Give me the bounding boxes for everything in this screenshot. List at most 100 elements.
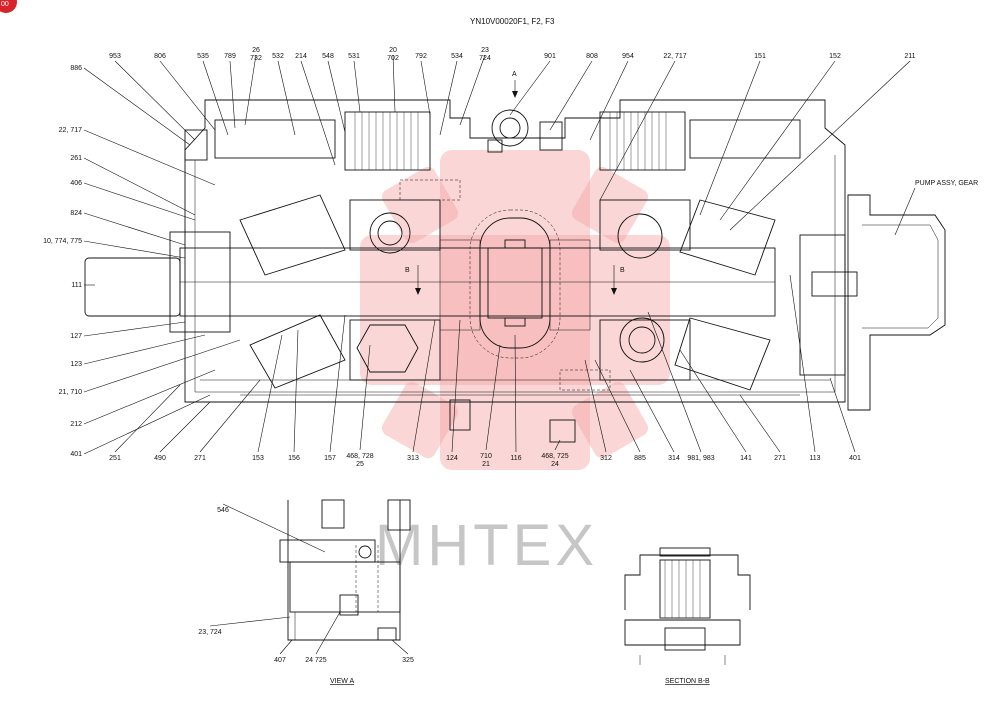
drawing-title: YN10V00020F1, F2, F3 — [470, 17, 555, 26]
label-top-19: 211 — [904, 53, 915, 60]
label-bottom-7: 313 — [407, 455, 419, 462]
label-bottom-16-leader — [679, 349, 747, 453]
pump-callout-label: PUMP ASSY, GEAR — [915, 180, 978, 187]
label-bottom-7-leader — [412, 319, 436, 453]
label-view-a-1-leader — [209, 616, 291, 627]
arrow-a-label: A — [512, 71, 517, 78]
label-top-16: 22, 717 — [663, 53, 686, 60]
label-bottom-6-leader — [359, 344, 371, 451]
watermark-logo — [360, 150, 670, 470]
label-top-0: 953 — [109, 53, 121, 60]
label-bottom-4-leader — [293, 329, 299, 453]
label-top-5-leader — [277, 60, 296, 136]
label-bottom-15: 981, 983 — [687, 455, 714, 462]
label-view-a-2-leader — [279, 639, 293, 655]
label-left-2: 261 — [70, 155, 82, 162]
label-top-6: 214 — [295, 53, 307, 60]
label-left-9: 21, 710 — [59, 389, 82, 396]
label-left-7-leader — [83, 321, 186, 337]
section-marker-right: B — [620, 267, 625, 274]
label-top-1: 806 — [154, 53, 166, 60]
label-left-1-leader — [83, 129, 216, 186]
label-bottom-15-leader — [647, 311, 702, 453]
label-left-5-leader — [83, 240, 186, 259]
label-view-a-4-leader — [391, 639, 409, 655]
label-top-18-leader — [719, 60, 836, 221]
label-top-14: 808 — [586, 53, 598, 60]
label-top-19-leader — [729, 60, 911, 231]
label-bottom-14: 314 — [668, 455, 680, 462]
label-bottom-3-leader — [257, 334, 283, 453]
label-bottom-8-leader — [451, 319, 461, 453]
label-view-a-0: 546 — [217, 507, 229, 514]
label-top-2-leader — [202, 60, 229, 136]
label-bottom-10-leader — [514, 334, 517, 453]
label-bottom-3: 153 — [252, 455, 264, 462]
label-top-7: 548 — [322, 53, 334, 60]
label-left-3-leader — [83, 182, 196, 221]
label-bottom-1-leader — [159, 401, 211, 453]
corner-badge: 00 — [0, 0, 17, 13]
label-bottom-19-leader — [829, 377, 856, 453]
view-a-drawing — [279, 499, 411, 641]
label-bottom-5-leader — [329, 314, 346, 453]
label-left-3: 406 — [70, 180, 82, 187]
label-bottom-2: 271 — [194, 455, 206, 462]
corner-badge-text: 00 — [1, 1, 9, 8]
label-left-10: 212 — [70, 421, 82, 428]
leader-lines — [83, 54, 911, 655]
label-bottom-10: 116 — [510, 455, 521, 462]
label-bottom-4: 156 — [288, 455, 300, 462]
label-top-16-leader — [599, 60, 676, 201]
label-top-15-leader — [589, 60, 629, 141]
label-bottom-11-leader — [554, 439, 561, 451]
label-bottom-12: 312 — [600, 455, 612, 462]
label-bottom-5: 157 — [324, 455, 336, 462]
label-top-6-leader — [300, 60, 336, 166]
label-bottom-19: 401 — [849, 455, 861, 462]
label-bottom-9-leader — [485, 344, 501, 451]
section-marker-left: B — [405, 267, 410, 274]
label-bottom-16: 141 — [740, 455, 752, 462]
label-bottom-18-leader — [789, 274, 816, 453]
label-view-a-3-leader — [315, 611, 341, 655]
label-top-1-leader — [159, 60, 216, 131]
label-bottom-1: 490 — [154, 455, 166, 462]
main-assembly: B B A — [84, 71, 946, 443]
label-view-a-4: 325 — [402, 657, 414, 664]
label-left-11-leader — [83, 394, 211, 455]
label-top-3: 789 — [224, 53, 236, 60]
label-top-4-leader — [244, 54, 257, 126]
label-left-8-leader — [83, 334, 206, 365]
label-top-17-leader — [699, 60, 761, 216]
label-view-a-3: 24 725 — [305, 657, 327, 664]
label-view-a-2: 407 — [274, 657, 286, 664]
label-top-14-leader — [549, 60, 593, 131]
label-left-4-leader — [83, 212, 186, 246]
label-left-6: 111 — [71, 282, 82, 289]
label-top-7-leader — [327, 60, 346, 133]
label-view-a-0-leader — [222, 503, 326, 553]
label-top-8: 531 — [348, 53, 360, 60]
label-view-a-1: 23, 724 — [198, 629, 221, 636]
label-top-18: 152 — [829, 53, 841, 60]
label-bottom-13: 885 — [634, 455, 646, 462]
label-top-15: 954 — [622, 53, 634, 60]
label-top-2: 535 — [197, 53, 209, 60]
label-bottom-13-leader — [594, 359, 641, 453]
section-bb-caption: SECTION B-B — [665, 678, 710, 685]
label-top-9-leader — [392, 54, 396, 113]
label-bottom-0-leader — [114, 384, 181, 453]
label-left-0: 886 — [70, 65, 82, 72]
label-bottom-14-leader — [629, 369, 675, 453]
label-top-5: 532 — [272, 53, 284, 60]
label-left-0-leader — [83, 67, 191, 146]
